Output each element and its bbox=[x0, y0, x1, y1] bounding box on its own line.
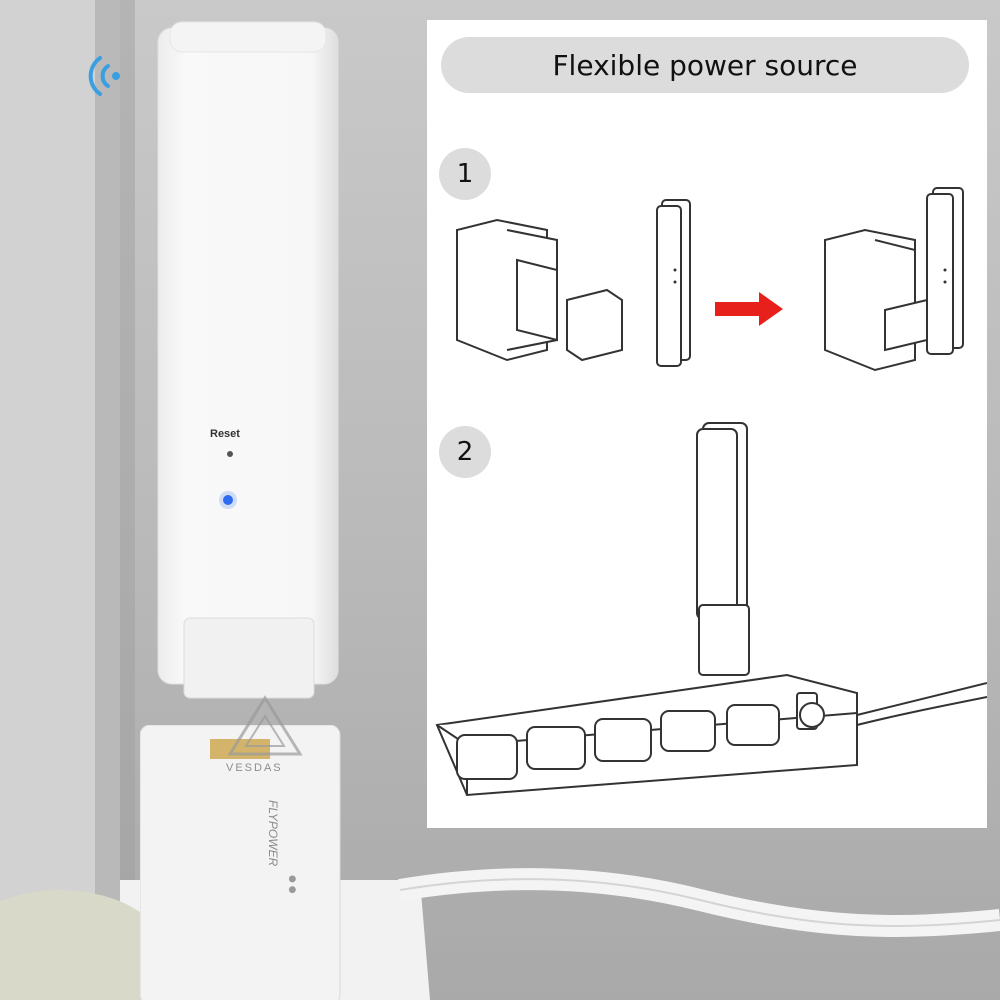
right-arrow-icon bbox=[715, 292, 783, 326]
reset-label: Reset bbox=[210, 428, 240, 440]
extender-device bbox=[157, 21, 339, 699]
instruction-panel: Flexible power source 1 2 bbox=[427, 20, 987, 828]
wifi-icon bbox=[88, 56, 120, 96]
headline-pill: Flexible power source bbox=[441, 37, 969, 93]
watermark-text: VESDAS bbox=[226, 762, 283, 774]
step2-illustration bbox=[435, 422, 987, 797]
headline-text: Flexible power source bbox=[552, 48, 858, 82]
step1-after-illustration bbox=[824, 187, 964, 372]
watermark-logo bbox=[227, 695, 303, 756]
step-number: 1 bbox=[456, 159, 474, 189]
step1-before-illustration bbox=[456, 199, 691, 367]
adapter-brand-label: FLYPOWER bbox=[266, 800, 280, 867]
svg-text:● ●: ● ● bbox=[287, 875, 297, 894]
step-badge-2: 2 bbox=[439, 426, 491, 478]
step-badge-1: 1 bbox=[439, 148, 491, 200]
step-number: 2 bbox=[456, 437, 474, 467]
